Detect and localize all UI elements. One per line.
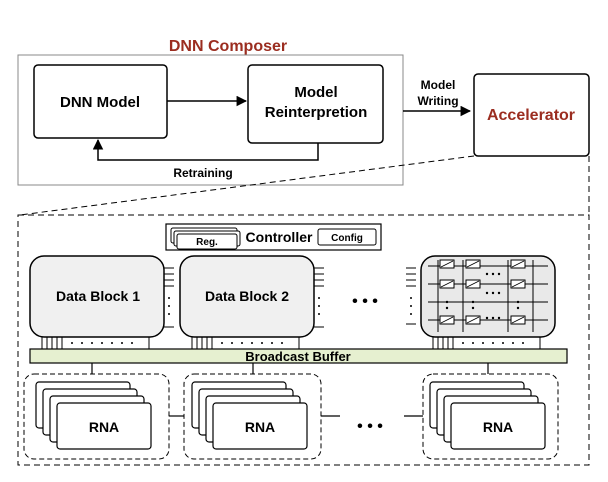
data-block-1-label: Data Block 1: [56, 288, 140, 304]
rna-label-2: RNA: [245, 419, 275, 435]
broadcast-buffer: [29, 348, 568, 364]
rna-stack-3: [429, 381, 546, 450]
reg-label: Reg.: [196, 237, 218, 248]
composer-title: DNN Composer: [169, 38, 287, 55]
config-label: Config: [331, 233, 363, 244]
rna-group-3: [422, 373, 559, 460]
controller-label: Controller: [246, 229, 313, 245]
rna-stack-2: [191, 381, 308, 450]
rna-group-1: [23, 373, 170, 460]
rna-label-1: RNA: [89, 419, 119, 435]
reinterpretation-label-2: Reinterpretion: [265, 104, 368, 121]
retraining-label: Retraining: [173, 166, 232, 180]
writing-label-2: Writing: [417, 94, 458, 108]
rna-label-3: RNA: [483, 419, 513, 435]
composer-frame: [17, 54, 404, 186]
zoom-line-left: [19, 155, 475, 216]
data-block-grid: [406, 255, 556, 349]
reinterpretation-label-1: Model: [294, 84, 337, 101]
accelerator-label: Accelerator: [487, 107, 575, 124]
reinterpretation-box: [247, 64, 384, 144]
buffer-connectors: [91, 363, 489, 374]
data-block-2-label: Data Block 2: [205, 288, 289, 304]
writing-label-1: Model: [421, 78, 456, 92]
reg-stack: [170, 227, 241, 250]
config-box: [317, 228, 377, 246]
accelerator-detail-frame: [17, 214, 590, 466]
rna-stack-1: [35, 381, 152, 450]
data-block-1: [29, 255, 174, 349]
accelerator-box: [473, 73, 590, 157]
rna-ellipsis: • • •: [357, 418, 383, 435]
dnn-model-label: DNN Model: [60, 94, 140, 111]
retraining-arrow: [92, 138, 319, 161]
broadcast-buffer-label: Broadcast Buffer: [245, 349, 350, 364]
blocks-ellipsis: • • •: [352, 293, 378, 310]
data-block-2: [179, 255, 324, 349]
